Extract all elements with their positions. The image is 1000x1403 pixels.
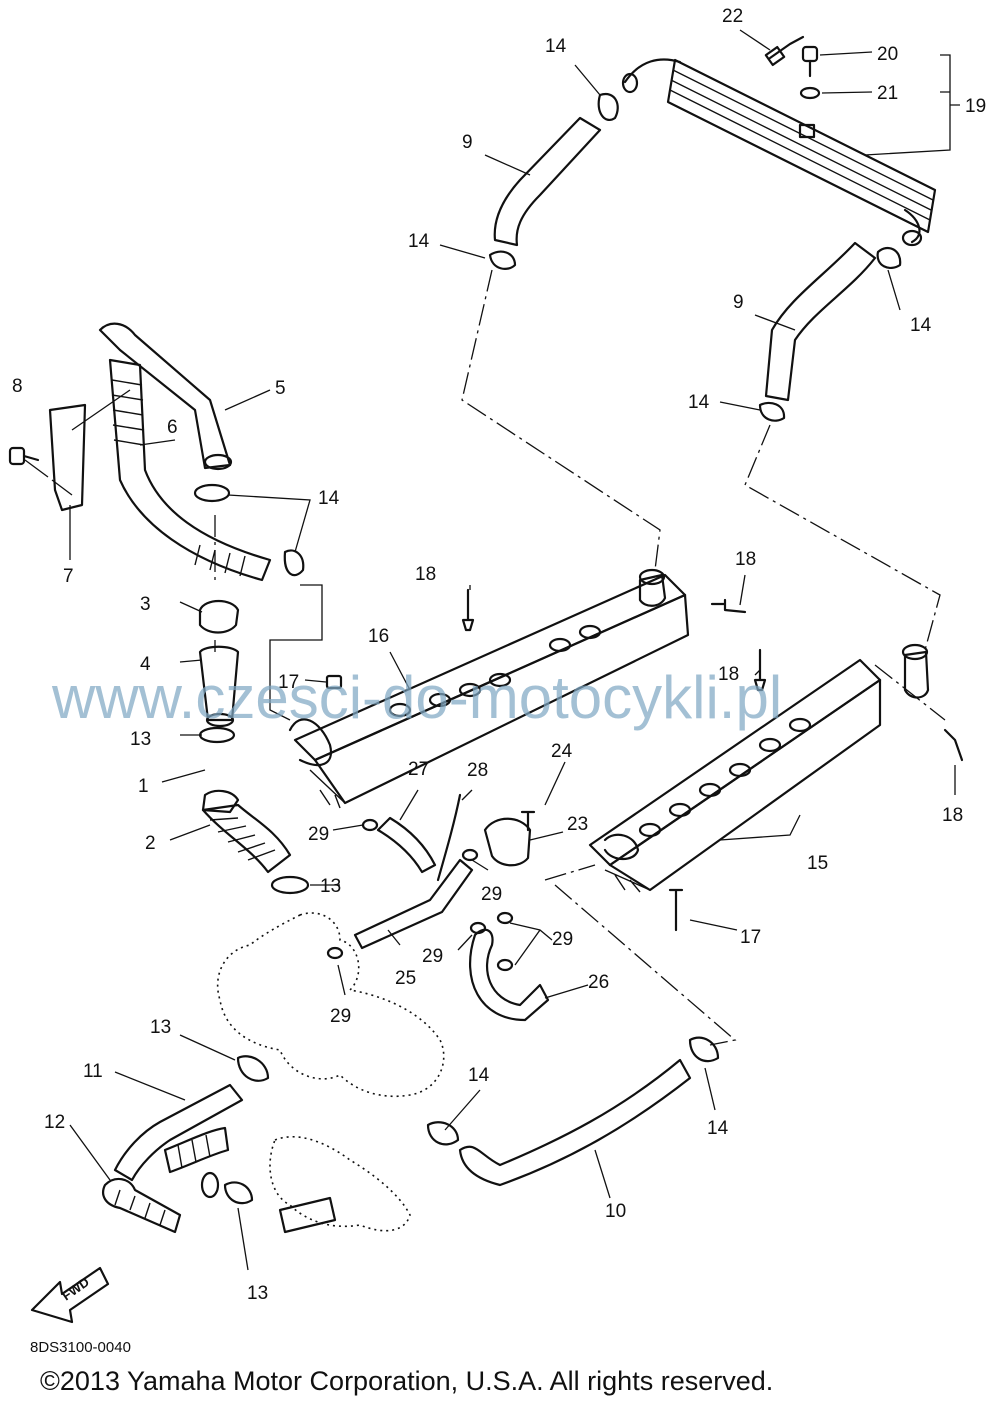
callout-29-c: 29 [422,946,443,967]
callout-22: 22 [722,6,743,27]
leader-lines [24,29,960,1271]
callout-18-b: 18 [735,549,756,570]
callout-5: 5 [275,378,286,399]
hose-9-left [493,116,602,247]
radiator-16 [288,568,690,809]
callout-25: 25 [395,968,416,989]
callout-14-f: 14 [468,1065,490,1086]
engine-outline [216,912,445,1098]
hose-clamp-13 [198,726,310,1205]
callout-29-b: 29 [481,884,502,905]
callout-26: 26 [588,972,609,993]
callout-18-a: 18 [415,564,436,585]
callout-9-upper: 9 [462,132,473,153]
connection-lines [51,269,946,1046]
thermostat-4 [198,645,240,722]
bolt-8 [8,446,40,466]
callout-4: 4 [140,654,151,675]
bellows-hose-6 [108,358,272,582]
forward-direction-arrow: FWD [30,1266,110,1324]
cable-tie-28 [436,793,462,882]
callout-29-a: 29 [308,824,329,845]
callout-6: 6 [167,417,178,438]
callout-16: 16 [368,626,389,647]
callout-13-d: 13 [247,1283,268,1304]
callout-19: 19 [965,96,986,117]
hose-26 [469,928,550,1022]
heat-exchanger-upper [621,58,937,247]
screw-24 [520,810,536,832]
radiator-15 [588,643,930,893]
callout-10: 10 [605,1201,626,1222]
thermostat-cover-3 [198,599,240,634]
rivet-22 [764,35,805,67]
callout-17-a: 17 [278,672,299,693]
hose-clamp-14 [426,1036,720,1146]
callout-28: 28 [467,760,488,781]
bracket-7 [48,403,87,512]
callout-29-d: 29 [552,929,573,950]
callout-14-c: 14 [910,315,932,336]
callout-11: 11 [83,1061,103,1082]
drawing-code: 8DS3100-0040 [30,1339,131,1356]
callout-18-d: 18 [942,805,963,826]
callout-12: 12 [44,1112,65,1133]
callout-29-e: 29 [330,1006,351,1027]
pipe-25 [353,858,474,950]
callout-14-g: 14 [707,1118,729,1139]
pipe-1 [201,789,240,814]
hose-clamp-14 [193,483,305,577]
callout-27: 27 [408,759,429,780]
callout-3: 3 [140,594,151,615]
callout-13-c: 13 [150,1017,171,1038]
callout-20: 20 [877,44,898,65]
callout-1: 1 [138,776,149,797]
hose-9-right [764,241,877,402]
bellows-hose-2 [201,803,292,874]
callout-numbers: 1 2 3 4 5 6 7 8 9 9 10 11 12 13 13 13 13… [12,6,986,1304]
screw-17 [325,674,684,932]
bolt-20 [801,45,819,78]
hose-27 [376,816,437,874]
washer-21 [799,86,821,100]
callout-9-right: 9 [733,292,744,313]
watermark-text: www.czesci-do-motocykli.pl [51,664,782,731]
callout-15: 15 [807,853,828,874]
pipe-5 [98,322,232,470]
callout-2: 2 [145,833,156,854]
callout-21: 21 [877,83,898,104]
callout-8: 8 [12,376,23,397]
callout-14-e: 14 [318,488,340,509]
callout-17-b: 17 [740,927,761,948]
hose-clamp-14 [488,92,902,422]
hose-10 [458,1058,692,1187]
callout-13-a: 13 [130,729,151,750]
callout-14-a: 14 [545,36,567,57]
callout-24: 24 [551,741,573,762]
callout-13-b: 13 [320,876,341,897]
bellows-hose-12 [102,1177,182,1234]
callout-18-c: 18 [718,664,739,685]
copyright-notice: ©2013 Yamaha Motor Corporation, U.S.A. A… [40,1366,773,1396]
callout-7: 7 [63,566,74,587]
callout-14-b: 14 [408,231,430,252]
callout-23: 23 [567,814,588,835]
callout-14-d: 14 [688,392,710,413]
joint-23 [483,817,532,867]
rivet-18 [461,588,964,762]
hose-11 [113,1083,244,1182]
